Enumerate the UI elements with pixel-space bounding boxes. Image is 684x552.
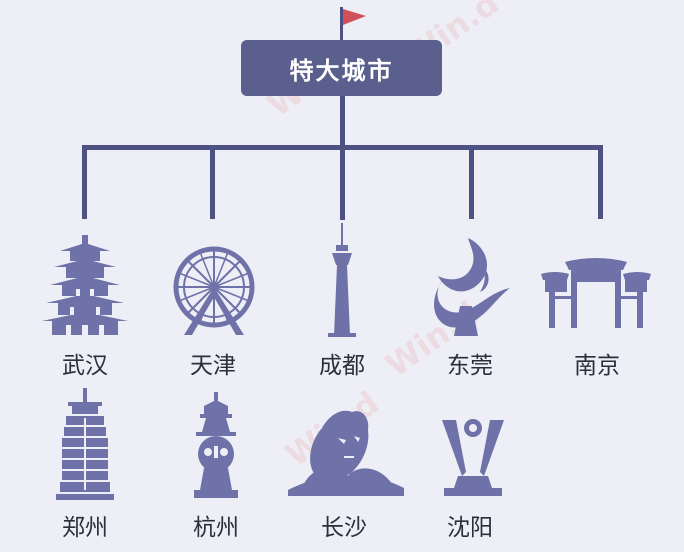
city-label: 郑州 bbox=[62, 515, 108, 541]
city-label: 长沙 bbox=[321, 515, 367, 541]
root-node: 特大城市 bbox=[241, 40, 442, 96]
city-label: 沈阳 bbox=[447, 515, 493, 541]
flag-icon bbox=[340, 7, 366, 41]
connector-drop bbox=[598, 145, 603, 219]
connector-drop bbox=[82, 145, 87, 219]
city-label: 东莞 bbox=[447, 353, 493, 379]
connector-drop bbox=[469, 145, 474, 219]
gate-monument-icon bbox=[442, 419, 504, 496]
city-label: 南京 bbox=[574, 353, 620, 379]
root-label: 特大城市 bbox=[289, 56, 394, 85]
archway-icon bbox=[541, 258, 651, 328]
connector-trunk bbox=[340, 96, 345, 220]
sculpture-icon bbox=[434, 238, 510, 336]
tv-tower-icon bbox=[328, 223, 356, 337]
pagoda-icon bbox=[194, 392, 238, 498]
yellow-crane-tower-icon bbox=[42, 235, 128, 335]
city-label: 天津 bbox=[190, 353, 236, 379]
city-label: 成都 bbox=[319, 353, 365, 379]
ferris-wheel-icon bbox=[173, 246, 255, 335]
city-label: 武汉 bbox=[62, 353, 108, 379]
head-statue-icon bbox=[288, 410, 404, 496]
stacked-tower-icon bbox=[56, 388, 114, 500]
connector-bar bbox=[82, 145, 603, 150]
city-label: 杭州 bbox=[193, 515, 239, 541]
connector-drop bbox=[210, 145, 215, 219]
